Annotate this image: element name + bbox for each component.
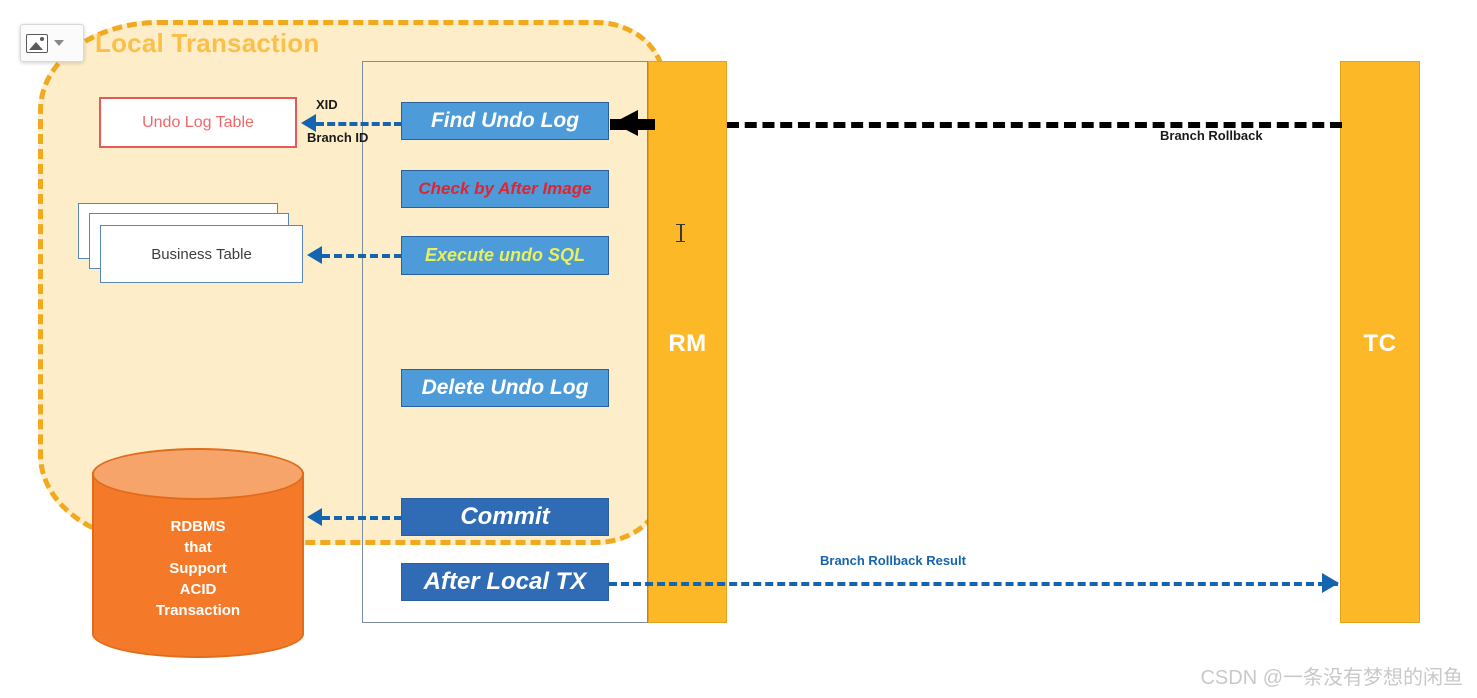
connector-label-branch-rollback-result: Branch Rollback Result <box>820 553 966 568</box>
chevron-down-icon[interactable] <box>54 40 64 46</box>
rm-action-panel <box>362 61 648 623</box>
connector-branch-rollback <box>727 122 1342 128</box>
undo-log-table: Undo Log Table <box>99 97 297 148</box>
rdbms-line-1: RDBMS <box>170 518 226 535</box>
watermark: CSDN @一条没有梦想的闲鱼 <box>1200 667 1463 689</box>
rdbms-line-3: Support <box>169 560 227 577</box>
business-table-card-front: Business Table <box>100 225 303 283</box>
lane-rm-label: RM <box>668 330 707 357</box>
image-icon[interactable] <box>26 33 48 53</box>
business-table-stack: Business Table <box>78 203 304 285</box>
action-find-undo-log[interactable]: Find Undo Log <box>401 102 609 140</box>
connector-branch-rollback-arrowhead <box>613 110 638 136</box>
connector-label-xid: XID <box>316 97 338 112</box>
connector-rdbms-commit-arrowhead <box>307 508 322 526</box>
connector-branch-rollback-result <box>609 582 1338 586</box>
rdbms-cylinder-label: RDBMS that Support ACID Transaction <box>92 516 304 621</box>
connector-label-branch-id: Branch ID <box>307 130 369 145</box>
action-after-local-tx[interactable]: After Local TX <box>401 563 609 601</box>
action-execute-undo-sql[interactable]: Execute undo SQL <box>401 236 609 275</box>
connector-branch-rollback-result-arrowhead <box>1322 573 1339 593</box>
connector-undo-log <box>316 122 402 126</box>
rdbms-line-4: ACID <box>179 581 217 598</box>
lane-tc-label: TC <box>1363 330 1397 357</box>
rdbms-line-2: that <box>184 539 212 556</box>
rdbms-cylinder-top <box>92 448 304 500</box>
text-cursor-icon <box>676 224 685 242</box>
action-commit[interactable]: Commit <box>401 498 609 536</box>
connector-label-branch-rollback: Branch Rollback <box>1160 128 1263 143</box>
connector-business-table-arrowhead <box>307 246 322 264</box>
local-transaction-title: Local Transaction <box>95 28 320 58</box>
connector-undo-log-arrowhead <box>301 114 316 132</box>
rdbms-cylinder: RDBMS that Support ACID Transaction <box>92 448 304 680</box>
connector-business-table <box>322 254 402 258</box>
lane-rm: RM <box>648 61 727 623</box>
image-options-toolbar[interactable] <box>20 24 84 62</box>
lane-tc: TC <box>1340 61 1420 623</box>
action-delete-undo-log[interactable]: Delete Undo Log <box>401 369 609 407</box>
rdbms-line-5: Transaction <box>155 602 241 619</box>
action-check-after-image[interactable]: Check by After Image <box>401 170 609 208</box>
connector-rdbms-commit <box>322 516 402 520</box>
